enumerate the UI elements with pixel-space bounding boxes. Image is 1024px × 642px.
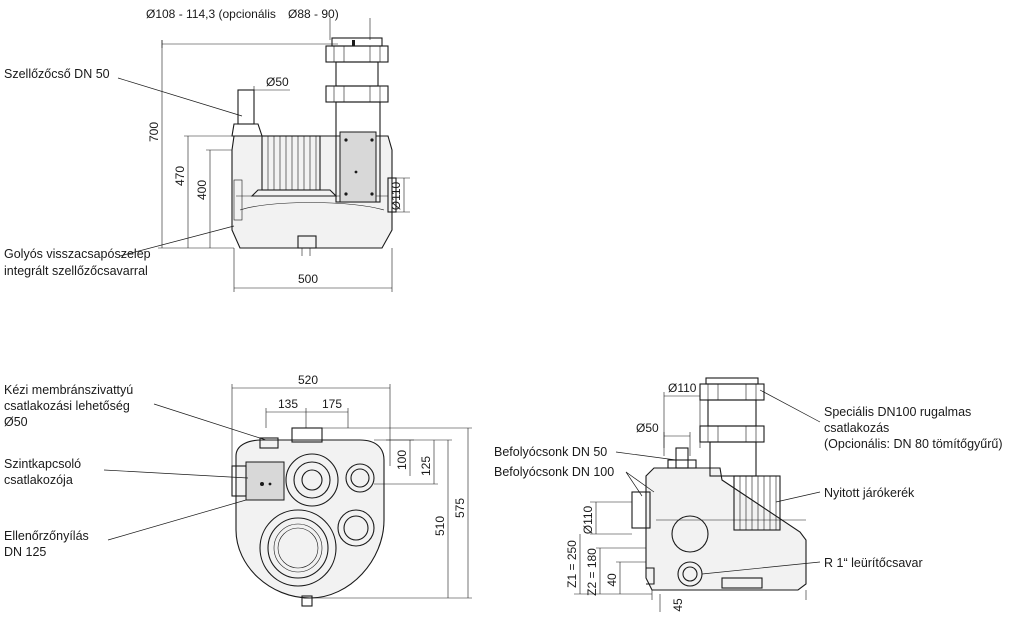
label-inlet-50: Befolyócsonk DN 50 bbox=[494, 445, 607, 459]
bottom-view-dimensions bbox=[231, 384, 472, 599]
label-vent-pipe: Szellőzőcső DN 50 bbox=[4, 67, 110, 81]
dim-w520: 520 bbox=[298, 373, 318, 387]
dim-d125: 125 bbox=[419, 456, 433, 476]
dim-h470: 470 bbox=[173, 166, 187, 186]
dim-w175: 175 bbox=[322, 397, 342, 411]
dim-w135: 135 bbox=[278, 397, 298, 411]
labels: Szellőzőcső DN 50 Golyós visszacsapószel… bbox=[4, 67, 1003, 570]
side-view-dimensions bbox=[574, 392, 701, 612]
label-level-switch-2: csatlakozója bbox=[4, 473, 73, 487]
dim-d100: 100 bbox=[395, 450, 409, 470]
dim-h40: 40 bbox=[605, 573, 619, 587]
dim-top-88: Ø88 - 90) bbox=[288, 7, 339, 21]
dimension-text: Ø108 - 114,3 (opcionális Ø88 - 90) Ø50 7… bbox=[146, 7, 697, 612]
label-drain-screw: R 1“ leürítőcsavar bbox=[824, 556, 923, 570]
dim-top-optional: Ø108 - 114,3 (opcionális bbox=[146, 7, 276, 21]
front-view bbox=[231, 37, 397, 256]
dim-h400: 400 bbox=[195, 180, 209, 200]
label-inspection-1: Ellenőrzőnyílás bbox=[4, 529, 89, 543]
label-special-1: Speciális DN100 rugalmas bbox=[824, 405, 971, 419]
dim-d510: 510 bbox=[433, 516, 447, 536]
dim-phi110-front: Ø110 bbox=[389, 181, 403, 210]
front-view-dimensions bbox=[158, 18, 410, 292]
label-inspection-2: DN 125 bbox=[4, 545, 46, 559]
inspection-opening bbox=[259, 509, 337, 587]
label-hand-pump-3: Ø50 bbox=[4, 415, 28, 429]
motor-side bbox=[733, 475, 781, 531]
label-level-switch-1: Szintkapcsoló bbox=[4, 457, 81, 471]
label-inlet-100: Befolyócsonk DN 100 bbox=[494, 465, 614, 479]
label-hand-pump-1: Kézi membránszivattyú bbox=[4, 383, 133, 397]
label-check-valve-2: integrált szellőzőcsavarral bbox=[4, 264, 148, 278]
side-view bbox=[631, 377, 807, 600]
dim-z2: Z2 = 180 bbox=[585, 548, 599, 596]
leader-lines bbox=[103, 77, 821, 575]
dim-w500: 500 bbox=[298, 272, 318, 286]
dim-d575: 575 bbox=[453, 498, 467, 518]
label-check-valve-1: Golyós visszacsapószelep bbox=[4, 247, 151, 261]
label-special-2: csatlakozás bbox=[824, 421, 889, 435]
dim-phi110-side: Ø110 bbox=[581, 505, 595, 534]
dim-phi50-side: Ø50 bbox=[636, 421, 659, 435]
dim-z1: Z1 = 250 bbox=[565, 540, 579, 588]
dim-phi50-front: Ø50 bbox=[266, 75, 289, 89]
level-switch-box bbox=[245, 461, 285, 501]
dim-h45: 45 bbox=[671, 598, 685, 612]
dim-h700: 700 bbox=[147, 122, 161, 142]
bottom-view bbox=[231, 427, 385, 607]
label-impeller: Nyitott járókerék bbox=[824, 486, 915, 500]
label-special-3: (Opcionális: DN 80 tömítőgyűrű) bbox=[824, 437, 1003, 451]
label-hand-pump-2: csatlakozási lehetőség bbox=[4, 399, 130, 413]
dim-phi110-side-top: Ø110 bbox=[668, 381, 697, 395]
